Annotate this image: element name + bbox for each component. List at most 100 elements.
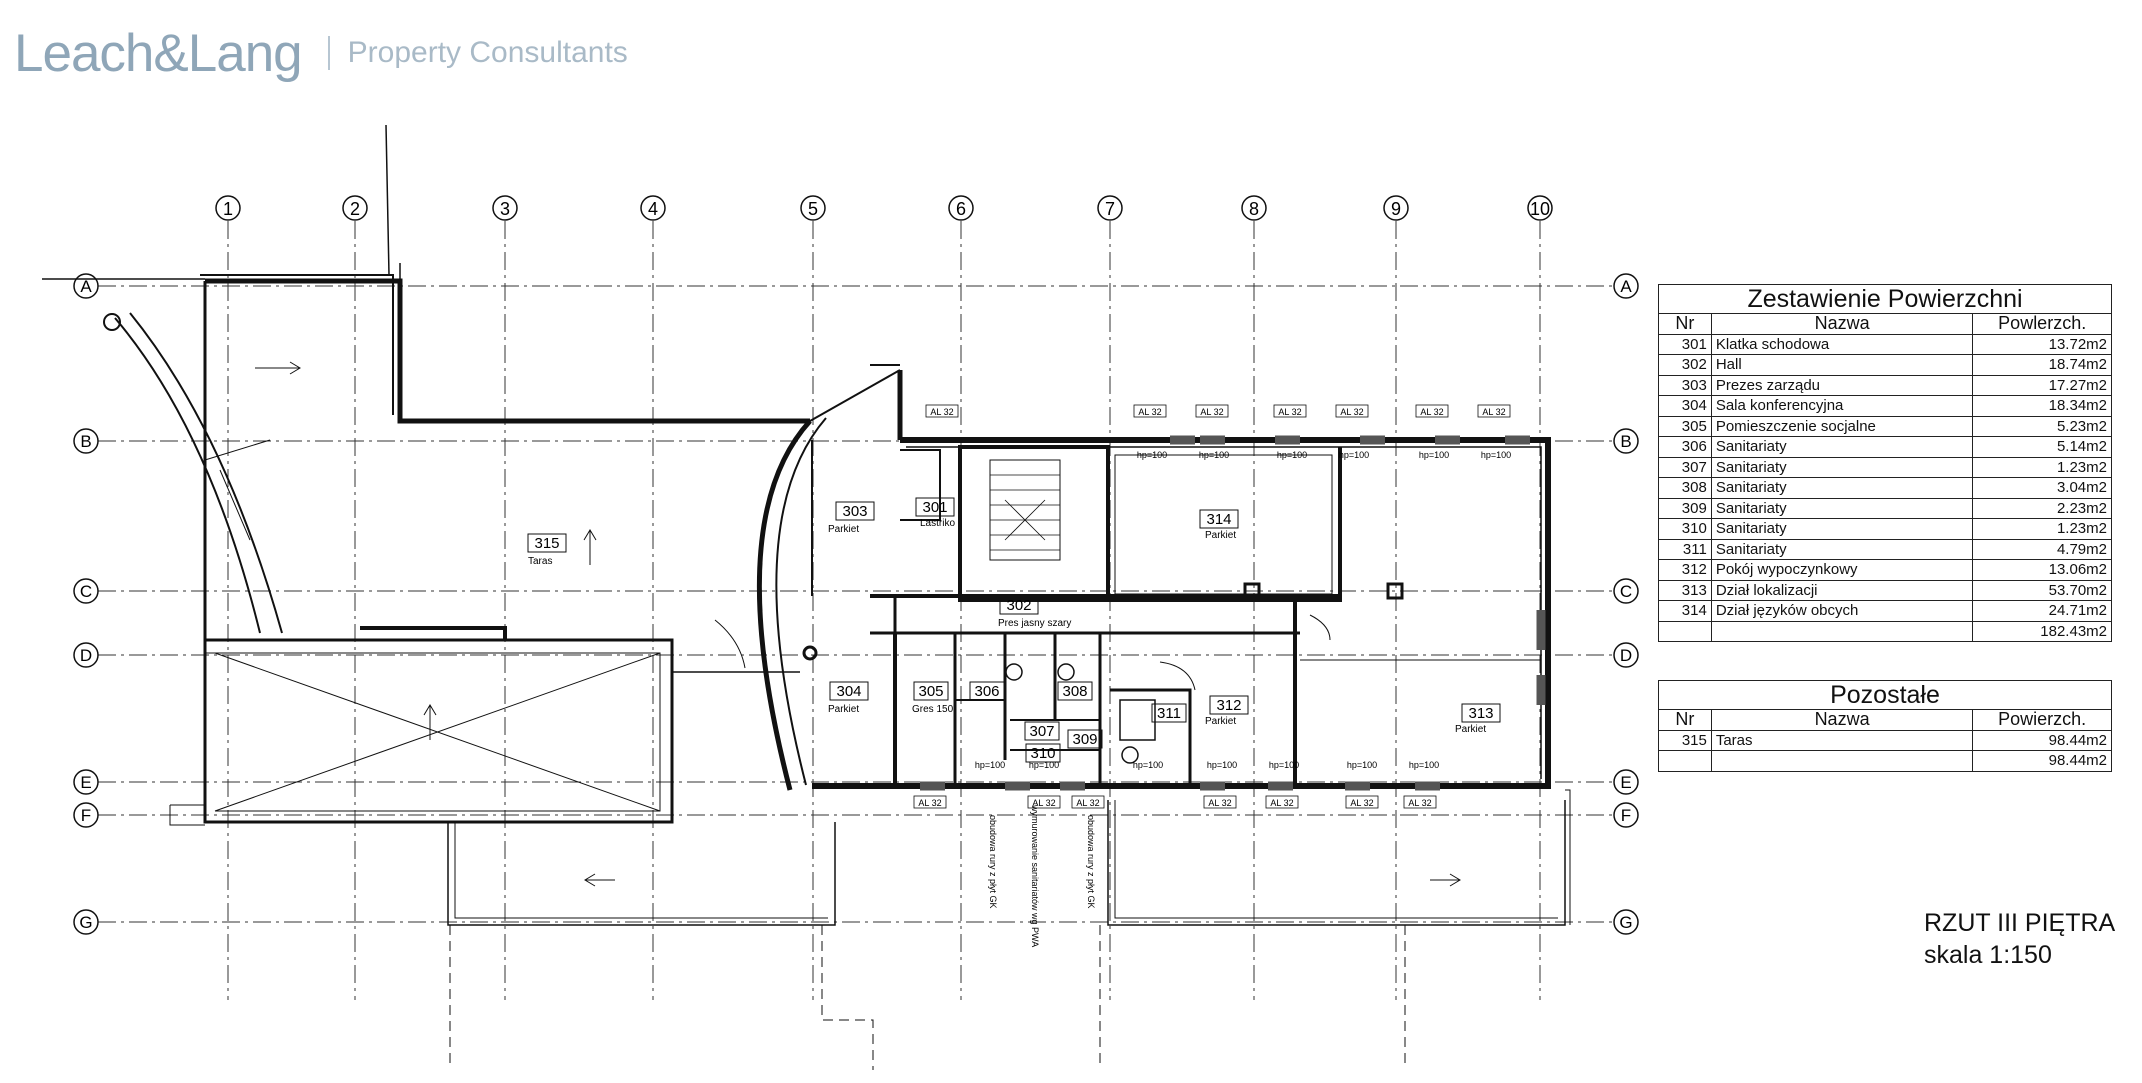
hp-tag: hp=100: [1133, 760, 1163, 770]
al-tag-box: [1071, 795, 1105, 809]
room-number-cell: 303: [1658, 374, 1712, 396]
area-summary-table: Zestawienie Powierzchni Nr Nazwa Powlerz…: [1658, 284, 2112, 642]
grid-col-label: 5: [808, 199, 818, 219]
room-number: 301: [922, 499, 947, 516]
room-number-cell: 301: [1658, 333, 1712, 355]
grid-bubble-col: [342, 195, 368, 221]
room-number: 308: [1062, 683, 1087, 700]
room-number: 310: [1030, 745, 1055, 762]
hp-tag: hp=100: [1199, 450, 1229, 460]
grid-bubble-row: [73, 578, 99, 604]
room-label-304: 304 Parkiet: [828, 681, 869, 715]
room-number: 309: [1072, 731, 1097, 748]
col-header: Powierzch.: [1972, 709, 2112, 731]
hp-tag: hp=100: [1419, 450, 1449, 460]
room-number: 315: [534, 535, 559, 552]
room-label-314: 314 Parkiet: [1199, 509, 1239, 541]
room-number: 305: [918, 683, 943, 700]
grid-col-label: 9: [1391, 199, 1401, 219]
al-tag-box: [1133, 404, 1167, 418]
room-number-cell: 307: [1658, 456, 1712, 478]
logo-brand: Leach&Lang: [14, 23, 303, 83]
al-tag: AL 32: [1482, 407, 1505, 417]
grid-col-label: 1: [223, 199, 233, 219]
room-number: 314: [1206, 511, 1231, 528]
room-number-cell: 306: [1658, 436, 1712, 458]
company-logo: Leach&Lang Property Consultants: [14, 18, 628, 88]
col-header: Powlerzch.: [1972, 313, 2112, 335]
grid-lines: [98, 221, 1612, 1000]
al-tag: AL 32: [1408, 798, 1431, 808]
grid-row-label: A: [1620, 277, 1632, 296]
grid-bubble-row: [1613, 802, 1639, 828]
room-area-cell: 24.71m2: [1972, 600, 2112, 622]
hp-tag: hp=100: [1137, 450, 1167, 460]
logo-tagline: Property Consultants: [347, 36, 628, 69]
al-tag-box: [1265, 795, 1299, 809]
room-name-cell: Klatka schodowa: [1710, 333, 1974, 355]
al-tag: AL 32: [1420, 407, 1443, 417]
pipe-note: wymurowanie sanitariatów wg PWA: [1030, 804, 1040, 947]
room-material: Parkiet: [828, 704, 859, 715]
grid-row-label: B: [1620, 432, 1631, 451]
grid-bubble-col: [215, 195, 241, 221]
room-area-cell: 18.74m2: [1972, 354, 2112, 376]
room-area-cell: 4.79m2: [1972, 538, 2112, 560]
grid-bubble-row: [73, 428, 99, 454]
grid-row-label: D: [1620, 646, 1632, 665]
grid-row-label: G: [1619, 913, 1632, 932]
room-number: 303: [842, 503, 867, 520]
room-name-cell: Pokój wypoczynkowy: [1710, 559, 1974, 581]
hp-tag: hp=100: [1207, 760, 1237, 770]
grid-row-label: B: [80, 432, 91, 451]
room-label-308: 308: [1057, 681, 1093, 701]
al-tag-box: [1273, 404, 1307, 418]
grid-bubble-row: [73, 273, 99, 299]
al-tag-box: [1345, 795, 1379, 809]
al-tag: AL 32: [1278, 407, 1301, 417]
al-tag-box: [1195, 404, 1229, 418]
grid-bubble-row: [1613, 578, 1639, 604]
al-tag-box: [1477, 404, 1511, 418]
grid-row-label: C: [1620, 582, 1632, 601]
grid-row-label: E: [80, 773, 91, 792]
room-number: 311: [1157, 705, 1181, 722]
room-number-cell: 311: [1658, 538, 1712, 560]
grid-bubble-col: [1383, 195, 1409, 221]
room-labels: 315 Taras 303 Parkiet 301 Lastriko 302 P…: [527, 497, 1501, 763]
al-tag-box: [1403, 795, 1437, 809]
pipe-note: obudowa rury z płyt GK: [1086, 815, 1096, 909]
room-label-310: 310: [1025, 743, 1061, 763]
room-label-312: 312 Parkiet: [1205, 695, 1249, 727]
room-material: Gres 150: [912, 704, 954, 715]
al-tag: AL 32: [1270, 798, 1293, 808]
grid-bubble-col: [1097, 195, 1123, 221]
hp-tag: hp=100: [1029, 760, 1059, 770]
room-name-cell: Sala konferencyjna: [1710, 395, 1974, 417]
grid-bubble-col: [800, 195, 826, 221]
grid-bubble-row: [1613, 273, 1639, 299]
drawing-title: RZUT III PIĘTRA: [1924, 909, 2116, 937]
grid-col-label: 2: [350, 199, 360, 219]
room-name-cell: Dział lokalizacji: [1710, 579, 1974, 601]
walls: [42, 124, 1571, 1070]
room-label-302: 302 Pres jasny szary: [998, 595, 1071, 629]
al-tag-box: [1335, 404, 1369, 418]
room-name-cell: Sanitariaty: [1710, 436, 1974, 458]
grid-bubble-row: [73, 909, 99, 935]
room-number: 312: [1216, 697, 1241, 714]
grid-bubble-col: [1241, 195, 1267, 221]
al-tag: AL 32: [930, 407, 953, 417]
hp-tag: hp=100: [1481, 450, 1511, 460]
al-tag-box: [913, 795, 947, 809]
grid-bubble-col: [492, 195, 518, 221]
room-name-cell: Hall: [1710, 354, 1974, 376]
room-name-cell: Sanitariaty: [1710, 538, 1974, 560]
room-name-cell: Sanitariaty: [1710, 456, 1974, 478]
